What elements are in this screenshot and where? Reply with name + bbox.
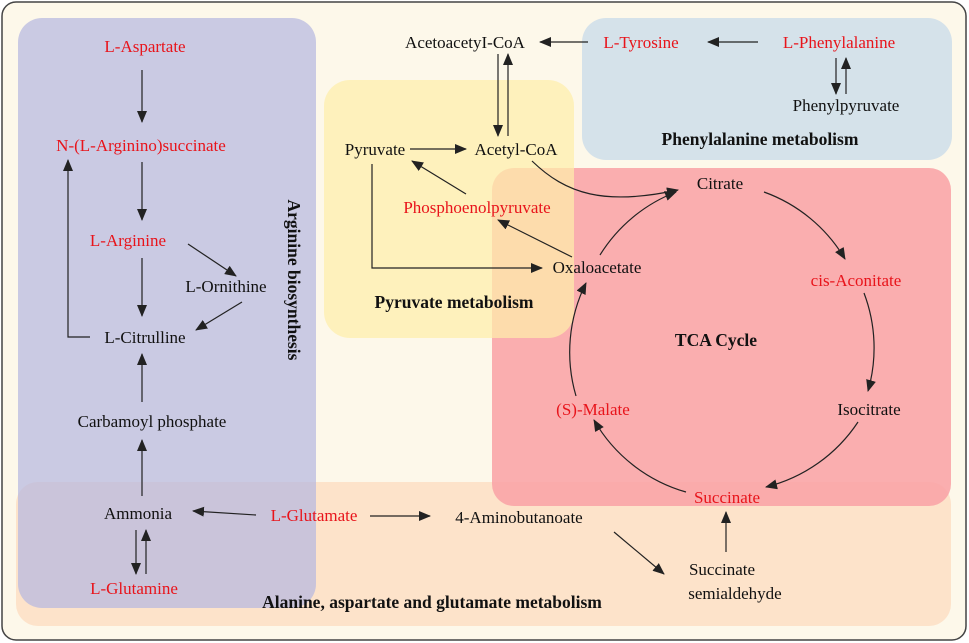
metabolite-l-arginine: L-Arginine [90, 231, 166, 250]
metabolite-l-citrulline: L-Citrulline [104, 328, 185, 347]
metabolite-succinate-semialdehyde-line2: semialdehyde [688, 584, 781, 603]
arrow-malate-to-oxaloacetate [569, 282, 587, 397]
metabolite-4-aminobutanoate: 4-Aminobutanoate [455, 508, 582, 527]
arrow-glutamate-to-ammonia [192, 506, 257, 517]
arrow-isocitrate-to-succinate [765, 421, 859, 490]
phenylalanine-metabolism-region [582, 18, 952, 160]
metabolite-l-aspartate: L-Aspartate [104, 37, 185, 56]
pyruvate-metabolism-title: Pyruvate metabolism [375, 292, 534, 312]
arrow-cis-aconitate-to-isocitrate [863, 292, 876, 392]
metabolite-isocitrate: Isocitrate [837, 400, 900, 419]
arrow-pep-to-pyruvate [411, 160, 467, 195]
metabolite-ammonia: Ammonia [104, 504, 172, 523]
metabolite-phosphoenolpyruvate: Phosphoenolpyruvate [403, 198, 550, 217]
metabolite-l-ornithine: L-Ornithine [185, 277, 266, 296]
metabolite-l-glutamate: L-Glutamate [271, 506, 358, 525]
arrow-aminobutanoate-to-semialdehyde [613, 531, 665, 575]
metabolite-l-phenylalanine: L-Phenylalanine [783, 33, 895, 52]
arrow-arginine-to-ornithine [187, 243, 237, 277]
metabolite-l-tyrosine: L-Tyrosine [603, 33, 678, 52]
arginine-biosynthesis-title: Arginine biosynthesis [284, 200, 304, 361]
pyruvate-metabolism-region [324, 80, 574, 338]
arrow-ornithine-to-citrulline [195, 301, 243, 331]
metabolite-l-glutamine: L-Glutamine [90, 579, 178, 598]
arginine-biosynthesis-region [18, 18, 316, 608]
metabolite-succinate: Succinate [694, 488, 760, 507]
metabolite-phenylpyruvate: Phenylpyruvate [793, 96, 900, 115]
metabolite-pyruvate: Pyruvate [345, 140, 405, 159]
arrow-pyruvate-to-oxaloacetate [371, 164, 543, 273]
metabolite-acetoacetyl-coa: AcetoacetyI-CoA [405, 33, 526, 52]
metabolite-succinate-semialdehyde-line1: Succinate [689, 560, 755, 579]
metabolite-citrate: Citrate [697, 174, 743, 193]
alanine-aspartate-glutamate-title: Alanine, aspartate and glutamate metabol… [262, 592, 602, 612]
metabolite-cis-aconitate: cis-Aconitate [811, 271, 902, 290]
arrow-citrate-to-cis-aconitate [763, 191, 846, 260]
metabolite-n-arginino-succinate: N-(L-Arginino)succinate [56, 136, 226, 155]
arrow-oxaloacetate-to-pep [497, 219, 573, 258]
metabolite-acetyl-coa: Acetyl-CoA [474, 140, 558, 159]
metabolite-s-malate: (S)-Malate [556, 400, 630, 419]
arrow-acetyl-coa-to-citrate [531, 160, 679, 198]
arrow-succinate-to-malate [593, 419, 687, 493]
arrow-citrulline-to-argininosuccinate [63, 159, 90, 338]
metabolite-oxaloacetate: Oxaloacetate [553, 258, 642, 277]
phenylalanine-metabolism-title: Phenylalanine metabolism [662, 129, 859, 149]
tca-cycle-title: TCA Cycle [675, 330, 757, 350]
metabolite-carbamoyl-phosphate: Carbamoyl phosphate [78, 412, 227, 431]
